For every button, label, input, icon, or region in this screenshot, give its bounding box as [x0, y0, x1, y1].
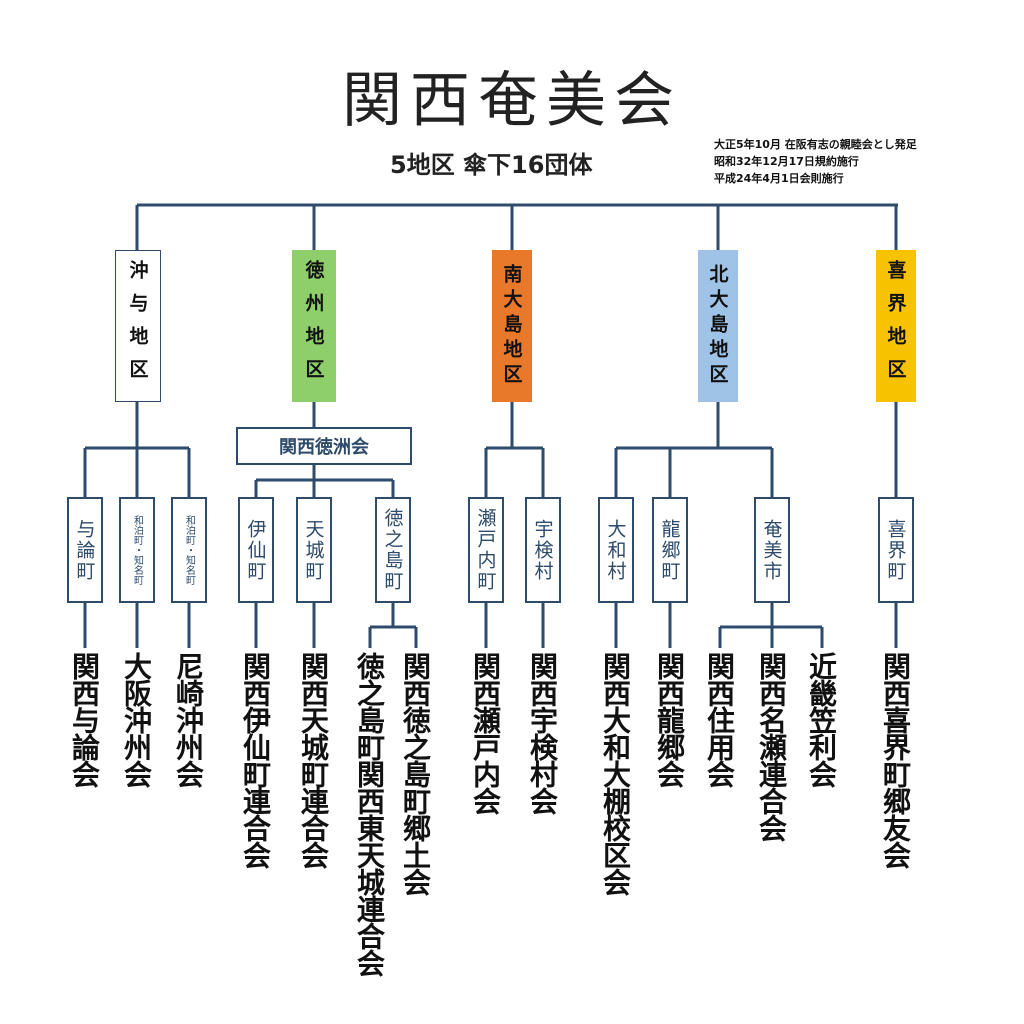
- municipality-tatsugo: 龍郷町: [652, 497, 688, 603]
- municipality-amami-city: 奄美市: [754, 497, 790, 603]
- municipality-amagi: 天城町: [296, 497, 332, 603]
- note-line: 平成24年4月1日会則施行: [714, 172, 844, 185]
- subtitle: 5地区 傘下16団体: [390, 151, 593, 179]
- municipality-yoron: 与論町: [67, 497, 103, 603]
- municipality-uken: 宇検村: [525, 497, 561, 603]
- municipality-kikai: 喜界町: [878, 497, 914, 603]
- district-minami-oshima: 南大島地区: [492, 250, 532, 402]
- club-kansai-kikai-kyoyu: 関西喜界町郷友会: [879, 652, 912, 868]
- club-tokunoshima-higashi-amagi: 徳之島町関西東天城連合会: [353, 652, 386, 976]
- district-tokushu: 徳州地区: [292, 250, 336, 402]
- municipality-isen: 伊仙町: [238, 497, 274, 603]
- club-amagasaki-okishu: 尼崎沖州会: [172, 652, 205, 787]
- club-kansai-naze: 関西名瀬連合会: [755, 652, 788, 841]
- district-okiyo: 沖与地区: [115, 250, 161, 402]
- municipality-yamato: 大和村: [598, 497, 634, 603]
- club-kansai-sumiyo: 関西住用会: [703, 652, 736, 787]
- club-kansai-yamato-odana: 関西大和大棚校区会: [599, 652, 632, 895]
- association-kansai-tokushukai: 関西徳洲会: [236, 427, 412, 465]
- club-kansai-uken: 関西宇検村会: [526, 652, 559, 814]
- note-line: 昭和32年12月17日規約施行: [714, 155, 859, 168]
- page-title: 関西奄美会: [342, 66, 682, 136]
- history-notes: 大正5年10月 在阪有志の親睦会とし発足 昭和32年12月17日規約施行 平成2…: [714, 136, 917, 187]
- club-kinki-kasari: 近畿笠利会: [805, 652, 838, 787]
- district-kikai: 喜界地区: [876, 250, 916, 402]
- club-kansai-amagi: 関西天城町連合会: [297, 652, 330, 868]
- municipality-wadomari-china: 和泊町・知名町: [119, 497, 155, 603]
- club-osaka-okishu: 大阪沖州会: [120, 652, 153, 787]
- club-kansai-tokunoshima-kyodo: 関西徳之島町郷土会: [399, 652, 432, 895]
- district-kita-oshima: 北大島地区: [698, 250, 738, 402]
- club-kansai-isen: 関西伊仙町連合会: [239, 652, 272, 868]
- club-kansai-yoron: 関西与論会: [68, 652, 101, 787]
- municipality-tokunoshima: 徳之島町: [375, 497, 411, 603]
- club-kansai-tatsugo: 関西龍郷会: [653, 652, 686, 787]
- note-line: 大正5年10月 在阪有志の親睦会とし発足: [714, 138, 917, 151]
- municipality-wadomari-china: 和泊町・知名町: [171, 497, 207, 603]
- club-kansai-setouchi: 関西瀬戸内会: [469, 652, 502, 814]
- municipality-setouchi: 瀬戸内町: [468, 497, 504, 603]
